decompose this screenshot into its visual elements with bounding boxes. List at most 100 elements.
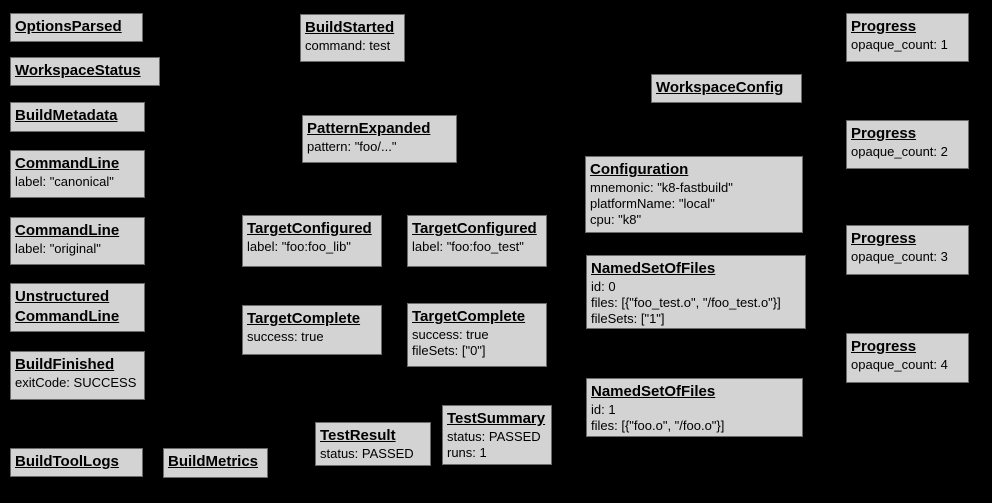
node-title: Progress [851,18,917,35]
node-title: CommandLine [15,308,120,325]
node-detail-line: mnemonic: "k8-fastbuild" [590,180,733,195]
node-title-group: OptionsParsed [15,17,138,37]
node-title-group: NamedSetOfFiles [591,382,798,402]
node-detail-line: opaque_count: 1 [851,37,948,52]
node-test-result: TestResult status: PASSED [315,422,431,466]
node-title-group: TargetConfigured [247,219,377,239]
node-detail-line: label: "foo:foo_lib" [247,239,351,254]
node-progress-1: Progress opaque_count: 1 [846,13,969,62]
node-title: TargetComplete [247,310,361,327]
node-detail-line: id: 0 [591,279,616,294]
node-title: NamedSetOfFiles [591,383,716,400]
node-title: BuildFinished [15,356,115,373]
node-detail-group: label: "foo:foo_test" [412,239,542,255]
node-title: PatternExpanded [307,120,431,137]
node-options-parsed: OptionsParsed [10,13,143,42]
node-configuration: Configuration mnemonic: "k8-fastbuild"pl… [585,156,803,233]
node-detail-group: label: "foo:foo_lib" [247,239,377,255]
node-title: TargetComplete [412,308,526,325]
node-title: TargetConfigured [247,220,372,237]
node-progress-3: Progress opaque_count: 3 [846,225,969,275]
node-title-group: NamedSetOfFiles [591,259,801,279]
node-detail-line: opaque_count: 3 [851,249,948,264]
node-title-group: BuildMetrics [168,452,263,472]
node-detail-line: opaque_count: 2 [851,144,948,159]
node-title-group: TargetConfigured [412,219,542,239]
node-title-group: TargetComplete [412,307,542,327]
node-detail-line: fileSets: ["0"] [412,343,486,358]
node-title: NamedSetOfFiles [591,260,716,277]
node-target-complete-foo-lib: TargetComplete success: true [242,305,382,355]
node-title-group: CommandLine [15,221,140,241]
node-detail-line: id: 1 [591,402,616,417]
node-build-metrics: BuildMetrics [163,448,268,478]
node-title-group: TargetComplete [247,309,377,329]
node-detail-line: success: true [412,327,489,342]
node-title: CommandLine [15,155,120,172]
node-detail-line: files: [{"foo_test.o", "/foo_test.o"}] [591,295,781,310]
node-detail-group: opaque_count: 3 [851,249,964,265]
node-detail-group: opaque_count: 4 [851,357,964,373]
node-title: TestSummary [447,410,546,427]
node-target-configured-foo-lib: TargetConfigured label: "foo:foo_lib" [242,215,382,267]
node-build-started: BuildStarted command: test [300,14,405,62]
node-build-finished: BuildFinished exitCode: SUCCESS [10,351,145,400]
node-detail-line: label: "canonical" [15,174,114,189]
node-title-group: WorkspaceStatus [15,61,155,81]
node-title-group: CommandLine [15,154,140,174]
node-title-group: Configuration [590,160,798,180]
node-title: CommandLine [15,222,120,239]
node-detail-group: success: true [247,329,377,345]
node-detail-group: opaque_count: 1 [851,37,964,53]
node-title: BuildToolLogs [15,453,119,470]
node-title-group: Progress [851,229,964,249]
node-title-group: Progress [851,124,964,144]
node-command-line-canonical: CommandLine label: "canonical" [10,150,145,198]
node-detail-line: files: [{"foo.o", "/foo.o"}] [591,418,725,433]
node-title-group: BuildStarted [305,18,400,38]
node-title-group: TestResult [320,426,426,446]
node-build-metadata: BuildMetadata [10,102,145,132]
node-title: TargetConfigured [412,220,537,237]
node-detail-line: command: test [305,38,391,53]
node-command-line-original: CommandLine label: "original" [10,217,145,265]
node-title: BuildStarted [305,19,395,36]
node-detail-group: command: test [305,38,400,54]
node-title: WorkspaceConfig [656,79,784,96]
node-detail-line: success: true [247,329,324,344]
node-title-group: Progress [851,337,964,357]
node-title: Progress [851,125,917,142]
node-title: Unstructured [15,288,110,305]
node-detail-group: mnemonic: "k8-fastbuild"platformName: "l… [590,180,798,228]
node-progress-4: Progress opaque_count: 4 [846,333,969,383]
node-workspace-config: WorkspaceConfig [651,74,802,103]
node-detail-line: platformName: "local" [590,196,715,211]
node-detail-group: label: "original" [15,241,140,257]
node-title-group: BuildToolLogs [15,452,138,472]
node-progress-2: Progress opaque_count: 2 [846,120,969,169]
node-detail-line: status: PASSED [320,446,414,461]
node-detail-line: exitCode: SUCCESS [15,375,137,390]
node-title: WorkspaceStatus [15,62,141,79]
node-pattern-expanded: PatternExpanded pattern: "foo/..." [302,115,457,163]
node-title-group: WorkspaceConfig [656,78,797,98]
node-title: Configuration [590,161,689,178]
node-title-group: Progress [851,17,964,37]
node-workspace-status: WorkspaceStatus [10,57,160,86]
node-detail-line: status: PASSED [447,429,541,444]
node-title: BuildMetrics [168,453,259,470]
node-title: BuildMetadata [15,107,118,124]
node-title-group: PatternExpanded [307,119,452,139]
node-detail-line: fileSets: ["1"] [591,311,665,326]
node-detail-line: label: "original" [15,241,101,256]
node-title-group: TestSummary [447,409,547,429]
node-target-configured-foo-test: TargetConfigured label: "foo:foo_test" [407,215,547,267]
